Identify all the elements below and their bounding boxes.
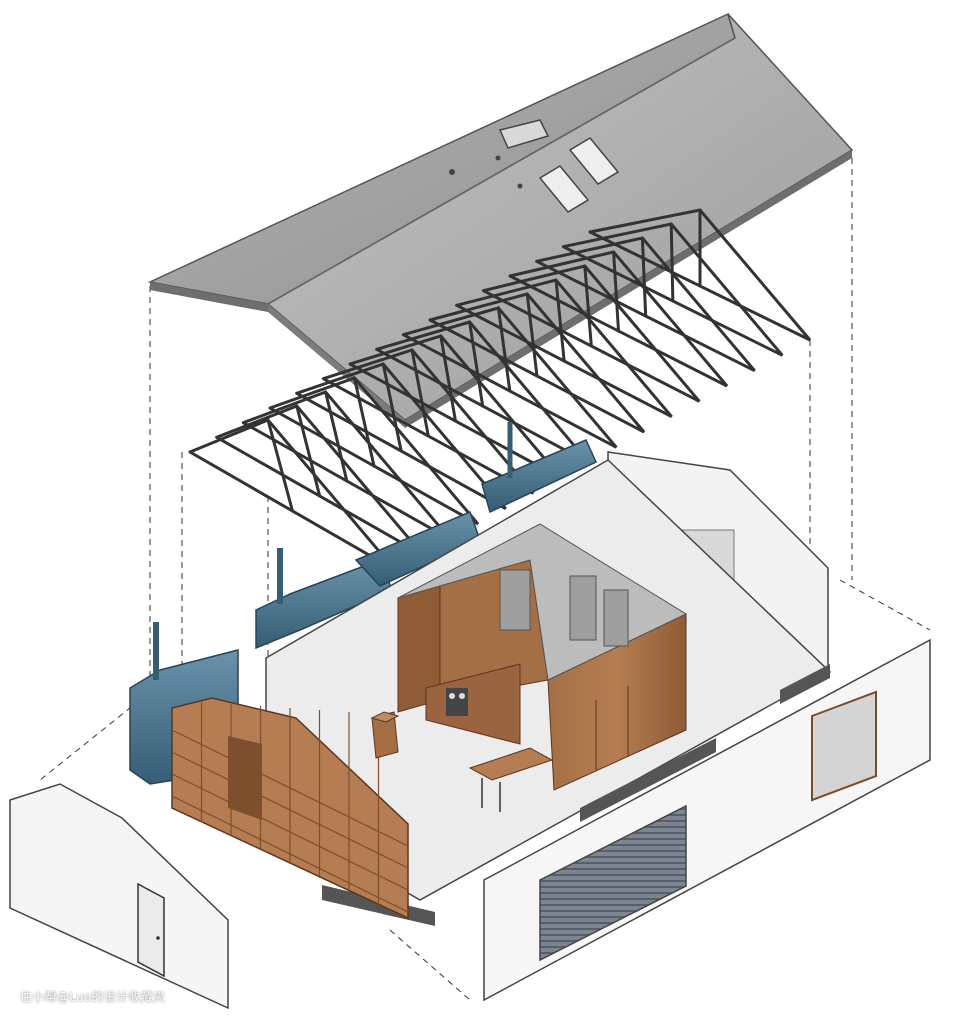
truss-web [352,376,376,468]
roller-shutter-door [539,804,687,962]
truss-web [612,250,620,333]
kitchen-counter [425,663,521,745]
truss-web [525,292,539,378]
shelf-board [171,773,409,891]
truss-web [640,236,648,318]
truss-web [669,222,675,303]
roof-trusses [188,208,812,572]
truss-web [468,320,485,408]
truss-web [266,418,294,513]
timber-core-pod [397,523,688,791]
truss-web [554,278,566,363]
side-entry-door [137,882,165,978]
fold-out-table [468,747,554,812]
truss-web [410,348,430,438]
truss-web [324,390,349,483]
roof-cladding-panel [147,12,854,428]
truss-member [188,418,397,572]
gable-bookshelf-wall [171,697,409,920]
truss-web [583,264,593,348]
truss-web [295,404,322,498]
wooden-stool [370,711,400,759]
watermark: 住小帮@Luo的设计收藏夹 [20,990,166,1004]
truss-web [496,306,512,393]
truss-web [439,334,457,423]
roof-skylights [449,119,620,213]
shelf-board [171,795,409,913]
shelf-board [171,729,409,847]
shelf-board [171,751,409,869]
truss-web [381,362,403,453]
side-window [811,690,877,802]
